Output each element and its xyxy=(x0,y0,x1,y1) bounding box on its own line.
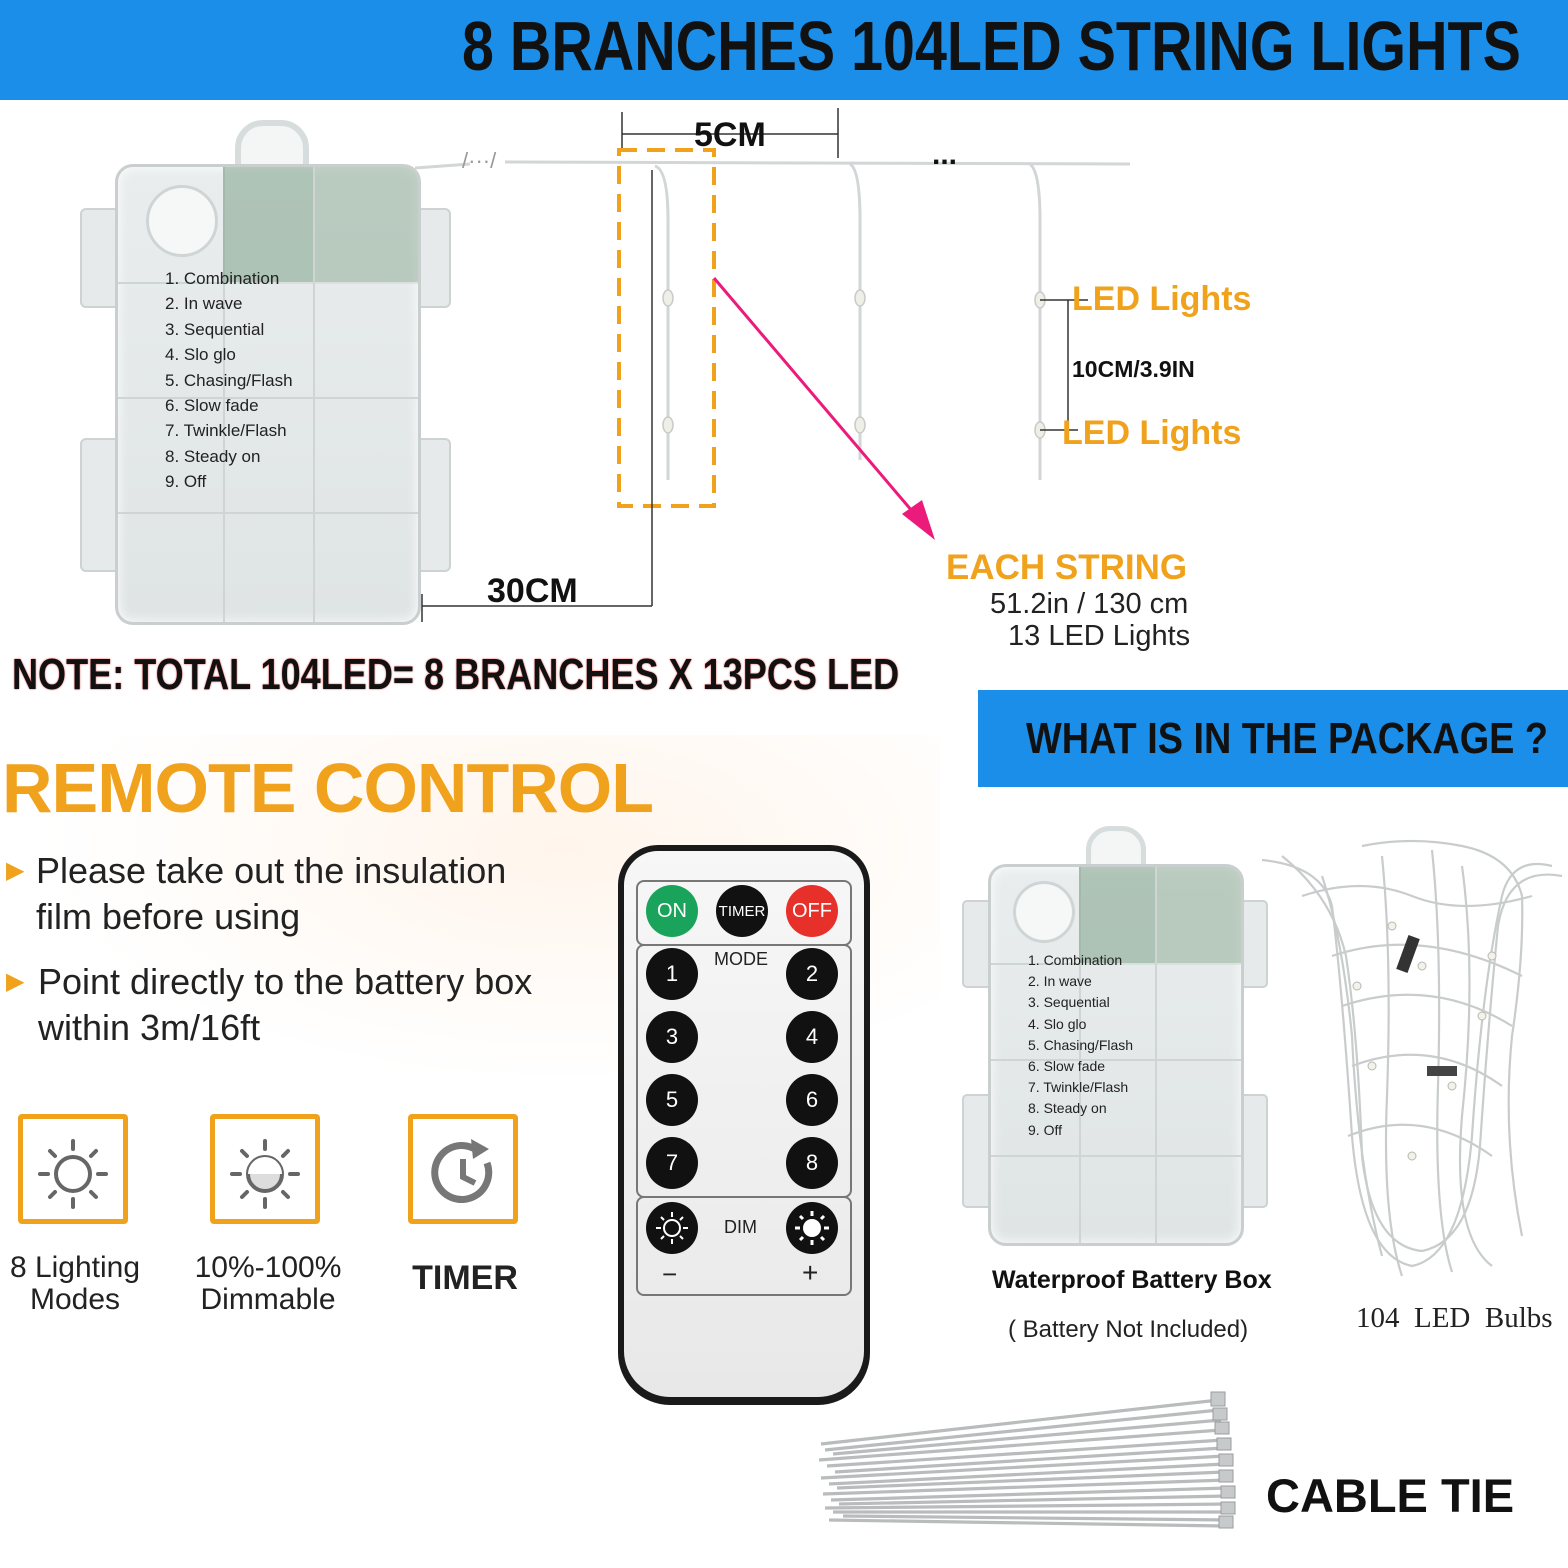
mode-item: 1. Combination xyxy=(1028,952,1123,968)
dim-up-button[interactable] xyxy=(786,1202,838,1254)
triangle-bullet-icon: ▶ xyxy=(6,857,25,884)
led-label-top: LED Lights xyxy=(1072,280,1252,318)
mode-list: 1. Combination 2. In wave 3. Sequential … xyxy=(1028,950,1133,1141)
mode-item: 5. Chasing/Flash xyxy=(165,370,293,390)
feature-lighting-modes xyxy=(18,1114,128,1224)
mode-button-1[interactable]: 1 xyxy=(646,948,698,1000)
each-string-count: 13 LED Lights xyxy=(1008,620,1191,652)
mode-button-6[interactable]: 6 xyxy=(786,1074,838,1126)
clock-timer-icon xyxy=(431,1139,493,1204)
power-button-icon xyxy=(1013,881,1075,943)
mode-item: 2. In wave xyxy=(165,294,243,314)
mode-item: 4. Slo glo xyxy=(1028,1015,1087,1032)
feature-dimmable xyxy=(210,1114,320,1224)
mode-button-4[interactable]: 4 xyxy=(786,1011,838,1063)
mode-item: 1. Combination xyxy=(165,269,280,288)
mode-item: 2. In wave xyxy=(1028,973,1092,990)
header-banner: 8 BRANCHES 104LED STRING LIGHTS xyxy=(0,0,1568,100)
timer-button[interactable]: TIMER xyxy=(716,885,768,937)
cable-tie-label: CABLE TIE xyxy=(1266,1469,1515,1522)
mode-item: 4. Slo glo xyxy=(165,345,236,365)
mode-item: 6. Slow fade xyxy=(1028,1058,1106,1075)
sun-icon xyxy=(38,1139,108,1209)
package-battery-box: 1. Combination 2. In wave 3. Sequential … xyxy=(958,826,1268,1246)
dim-label: DIM xyxy=(724,1217,757,1237)
page-title: 8 BRANCHES 104LED STRING LIGHTS xyxy=(462,7,1521,85)
feature-lighting-modes-caption: 8 Lighting Modes xyxy=(9,1251,141,1316)
plus-label: + xyxy=(802,1257,819,1288)
mode-item: 8. Steady on xyxy=(165,446,261,466)
note-text: NOTE: TOTAL 104LED= 8 BRANCHES X 13PCS L… xyxy=(12,650,900,699)
led-bulbs-coil xyxy=(1262,839,1563,1277)
mode-list: 1. Combination 2. In wave 3. Sequential … xyxy=(165,266,293,495)
each-string-length: 51.2in / 130 cm xyxy=(990,588,1189,620)
bullet-2-line1: Point directly to the battery box xyxy=(38,961,533,1002)
mode-label: MODE xyxy=(714,949,768,969)
mode-item: 5. Chasing/Flash xyxy=(1028,1036,1134,1053)
dim-down-button[interactable] xyxy=(646,1202,698,1254)
lead-length-label: 30CM xyxy=(487,572,578,610)
bullet-1-line1: Please take out the insulation xyxy=(36,850,507,891)
minus-label: − xyxy=(662,1259,678,1289)
mode-item: 7. Twinkle/Flash xyxy=(1028,1079,1129,1096)
battery-box-illustration: 1. Combination 2. In wave 3. Sequential … xyxy=(70,120,451,625)
package-banner: WHAT IS IN THE PACKAGE ? xyxy=(978,690,1568,787)
mode-button-2[interactable]: 2 xyxy=(786,948,838,1000)
mode-button-3[interactable]: 3 xyxy=(646,1011,698,1063)
feature-dimmable-caption: 10%-100% Dimmable xyxy=(194,1251,342,1316)
battery-box-body xyxy=(115,164,421,625)
mode-item: 9. Off xyxy=(165,472,207,492)
triangle-bullet-icon: ▶ xyxy=(6,968,25,995)
mode-button-8[interactable]: 8 xyxy=(786,1137,838,1189)
mode-item: 6. Slow fade xyxy=(165,396,259,416)
gap-label: 10CM/3.9IN xyxy=(1072,356,1195,382)
mode-item: 8. Steady on xyxy=(1028,1100,1107,1117)
bullet-2-line2: within 3m/16ft xyxy=(38,1007,261,1048)
package-bulbs-label: 104 LED Bulbs xyxy=(1356,1302,1553,1334)
mode-item: 9. Off xyxy=(1028,1121,1062,1138)
power-button-icon xyxy=(146,185,218,257)
side-clip-right-top xyxy=(415,208,451,308)
led-label-bottom: LED Lights xyxy=(1062,414,1242,452)
ellipsis-label: ... xyxy=(932,138,958,171)
off-button[interactable]: OFF xyxy=(786,885,838,937)
spacing-label: 5CM xyxy=(694,116,766,154)
remote-section-title: REMOTE CONTROL xyxy=(2,749,654,827)
bullet-1-line2: film before using xyxy=(36,896,301,937)
mode-item: 7. Twinkle/Flash xyxy=(165,421,287,441)
package-title: WHAT IS IN THE PACKAGE ? xyxy=(1026,714,1549,763)
string-diagram xyxy=(414,108,1131,622)
package-battery-note: ( Battery Not Included) xyxy=(1008,1316,1249,1343)
wire-break-mark: /···/ xyxy=(462,148,497,173)
feature-timer-caption: TIMER xyxy=(412,1259,518,1297)
mode-button-5[interactable]: 5 xyxy=(646,1074,698,1126)
mode-item: 3. Sequential xyxy=(1028,994,1110,1011)
remote-control: ON TIMER OFF MODE 1 2 3 4 5 6 7 8 DIM − … xyxy=(618,845,870,1405)
bright-sun-small-icon xyxy=(795,1211,829,1245)
cable-ties-illustration xyxy=(818,1391,1236,1529)
feature-timer xyxy=(408,1114,518,1224)
package-battery-box-label: Waterproof Battery Box xyxy=(992,1266,1272,1294)
dim-sun-small-icon xyxy=(656,1212,688,1244)
mode-button-7[interactable]: 7 xyxy=(646,1137,698,1189)
each-string-title: EACH STRING xyxy=(946,548,1188,587)
on-button[interactable]: ON xyxy=(646,885,698,937)
mode-item: 3. Sequential xyxy=(165,319,265,339)
dim-sun-icon xyxy=(230,1139,300,1209)
